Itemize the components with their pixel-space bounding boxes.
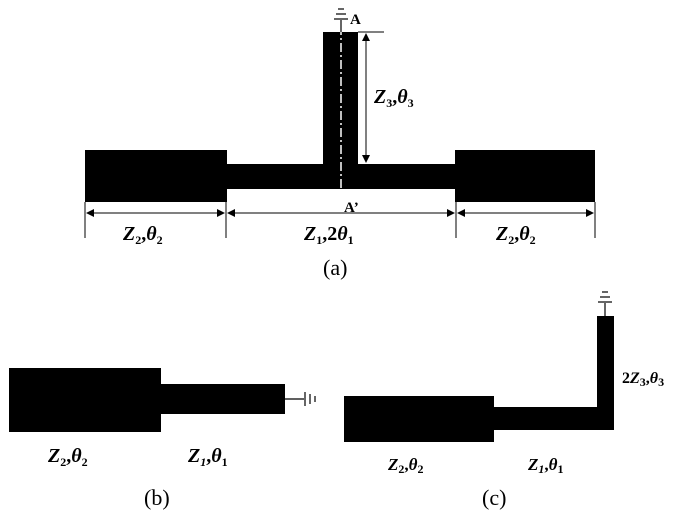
narrow-section-impedance-label: Z1,θ1 xyxy=(187,445,228,469)
stub-impedance-label: Z3,θ3 xyxy=(373,86,414,110)
caption-c: (c) xyxy=(482,485,506,510)
narrow-line-section xyxy=(492,407,614,430)
node-label-a: A xyxy=(350,12,361,28)
left-wide-line-section xyxy=(85,150,227,202)
right-wide-line-section xyxy=(455,150,595,202)
wide-section-impedance-label: Z2,θ2 xyxy=(47,445,88,469)
ground-symbol-icon xyxy=(285,392,316,406)
middle-section-impedance-label: Z1,2θ1 xyxy=(303,223,354,247)
wide-section-impedance-label: Z2,θ2 xyxy=(387,455,423,476)
ground-symbol-icon xyxy=(598,291,612,316)
caption-b: (b) xyxy=(144,485,170,510)
wide-line-section xyxy=(344,396,494,442)
panel-a: A Z3,θ3 A’ Z2,θ2 Z1,2θ1 Z2,θ2 (a) xyxy=(84,8,596,280)
stub-impedance-label: 2Z3,θ3 xyxy=(622,370,664,389)
caption-a: (a) xyxy=(323,255,347,280)
right-section-impedance-label: Z2,θ2 xyxy=(495,223,536,247)
left-section-impedance-label: Z2,θ2 xyxy=(122,223,163,247)
panel-c: 2Z3,θ3 Z2,θ2 Z1,θ1 (c) xyxy=(344,291,664,510)
wide-line-section xyxy=(9,368,161,432)
narrow-section-impedance-label: Z1,θ1 xyxy=(527,455,563,476)
node-label-a-prime: A’ xyxy=(344,200,359,216)
shorted-stub xyxy=(597,316,614,430)
panel-b: Z2,θ2 Z1,θ1 (b) xyxy=(9,368,316,510)
narrow-line-section xyxy=(159,384,285,414)
ground-symbol-icon xyxy=(334,8,348,32)
